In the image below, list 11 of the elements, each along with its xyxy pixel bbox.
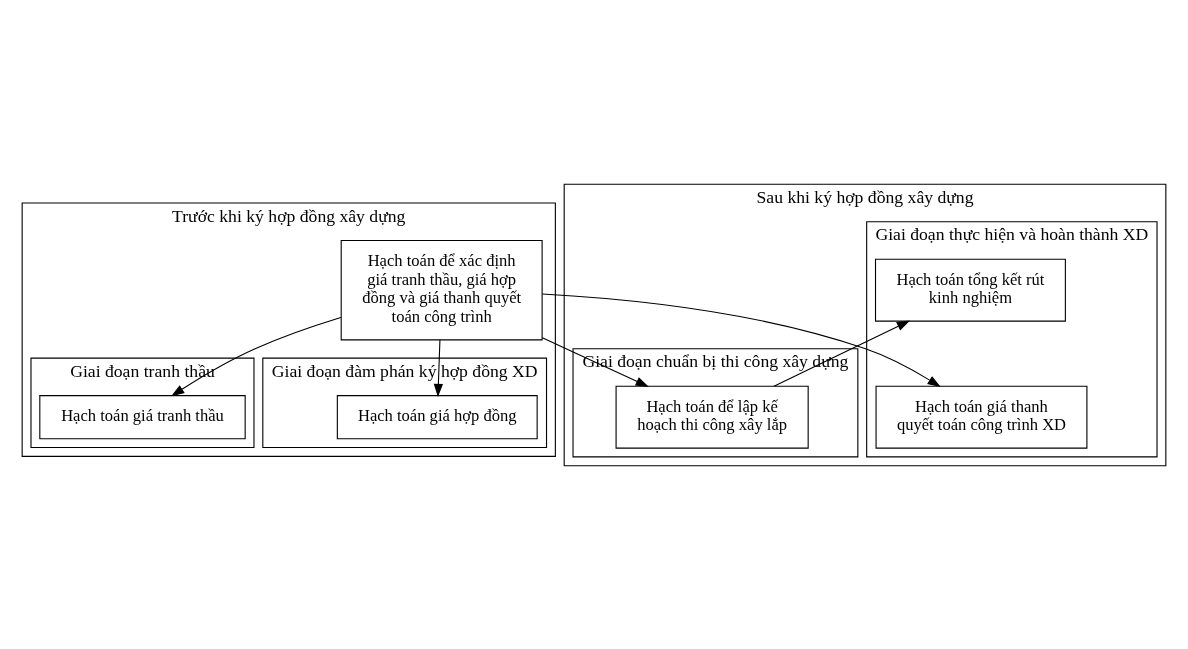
arrow [541, 292, 941, 387]
node-box: Hạch toán giá tranh thầu [39, 394, 246, 439]
arrow [171, 316, 342, 396]
arrow [773, 320, 911, 387]
node-box: Hạch toán giá thanh quyết toán công trình XD [875, 385, 1088, 449]
node-box: Hạch toán để lập kế hoạch thi công xây lắp [615, 385, 809, 449]
node-box: Hạch toán tổng kết rút kinh nghiệm [874, 258, 1066, 322]
node-box: Hạch toán để xác định giá tranh thầu, giá hợp đồng và giá thanh quyết toán công trình [340, 239, 543, 340]
node-box: Hạch toán giá hợp đồng [336, 394, 538, 439]
arrow [541, 336, 649, 387]
arrow [433, 338, 443, 397]
